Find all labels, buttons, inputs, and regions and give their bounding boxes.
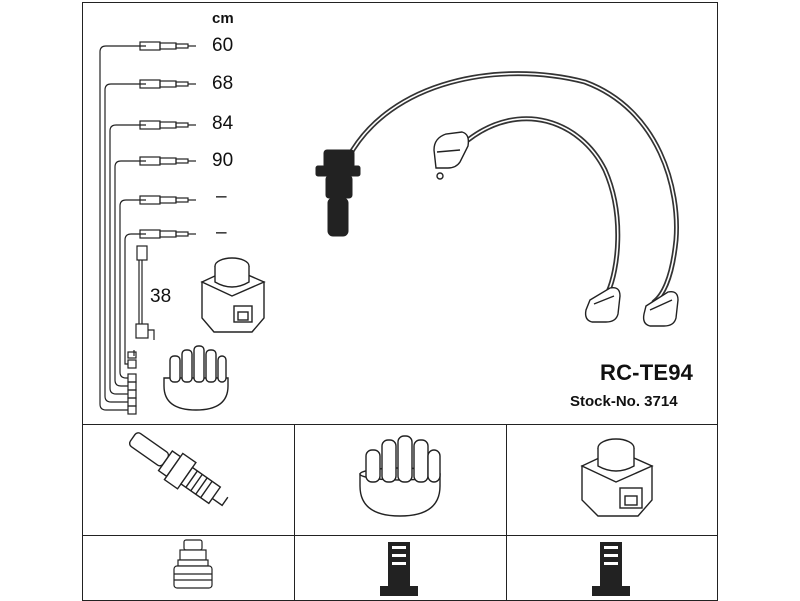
coil-lead-length-label: 38 bbox=[150, 286, 172, 307]
lead-wire-6 bbox=[124, 233, 146, 369]
lead-wire-1 bbox=[99, 45, 146, 415]
small-coil-icon bbox=[200, 257, 266, 333]
length-label-1: 60 bbox=[212, 35, 234, 56]
coil-lead bbox=[135, 245, 155, 340]
length-label-6: – bbox=[216, 222, 227, 243]
ignition-coil-icon bbox=[580, 438, 654, 517]
product-model: RC-TE94 bbox=[600, 360, 694, 385]
ignition-cable-2 bbox=[465, 116, 621, 295]
small-distributor-cap-icon bbox=[163, 345, 229, 411]
cap-connector-icon bbox=[380, 542, 418, 596]
length-label-5: – bbox=[216, 186, 227, 207]
lead-wire-5 bbox=[119, 199, 146, 383]
plug-boot-icon-1 bbox=[584, 286, 621, 323]
plug-connector-icon bbox=[173, 539, 213, 589]
lead-wire-7 bbox=[127, 350, 137, 359]
length-unit-label: cm bbox=[212, 10, 234, 27]
coil-boot-icon bbox=[315, 149, 361, 237]
length-label-3: 84 bbox=[212, 113, 234, 134]
coil-connector-icon bbox=[592, 542, 630, 596]
lead-connectors bbox=[139, 41, 196, 239]
length-label-4: 90 bbox=[212, 150, 234, 171]
spark-plug-icon bbox=[128, 432, 229, 507]
ignition-cable-1 bbox=[345, 71, 679, 305]
stock-number: Stock-No. 3714 bbox=[570, 393, 678, 410]
elbow-boot-icon bbox=[433, 131, 470, 180]
length-label-2: 68 bbox=[212, 73, 234, 94]
distributor-cap-icon bbox=[359, 435, 441, 517]
plug-boot-icon-2 bbox=[642, 290, 679, 327]
